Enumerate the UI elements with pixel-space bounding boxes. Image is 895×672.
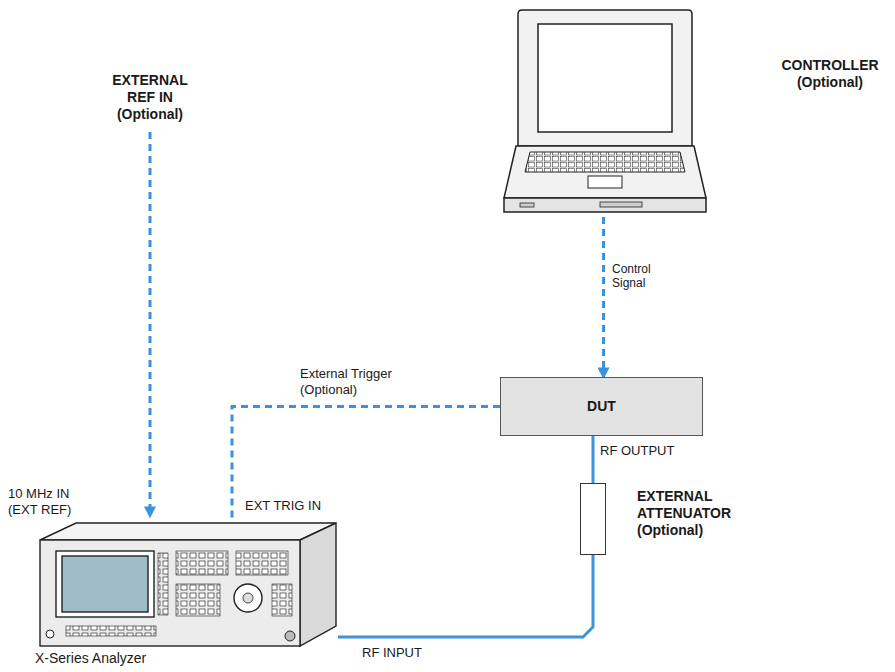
analyzer-instrument: X-Series Analyzer: [38, 520, 338, 648]
laptop-slot: [600, 202, 642, 207]
rf-input-connector: [285, 631, 295, 641]
laptop-illustration: [504, 10, 706, 212]
device-label: CONTROLLER (Optional): [773, 57, 887, 91]
analyzer-side: [300, 523, 336, 646]
controller-laptop: CONTROLLER (Optional): [500, 5, 707, 217]
connector-label: Control Signal: [612, 262, 674, 291]
analyzer-illustration: [40, 523, 336, 646]
keypad: [272, 584, 292, 616]
keypad: [236, 551, 288, 575]
laptop-slot: [520, 203, 534, 207]
power-button: [46, 630, 54, 638]
device-label: EXTERNAL ATTENUATOR (Optional): [637, 488, 755, 538]
port-label: RF INPUT: [362, 645, 452, 661]
laptop-base: [504, 146, 706, 198]
analyzer-front: [40, 540, 300, 646]
knob-center: [243, 593, 253, 603]
optional-connection: [602, 217, 605, 377]
port-label: RF OUTPUT: [600, 443, 690, 459]
laptop-lid: [518, 10, 692, 146]
softkeys: [158, 553, 168, 615]
port-label: EXT TRIG IN: [245, 498, 345, 514]
keypad: [176, 584, 220, 616]
connector-label: External Trigger (Optional): [300, 366, 416, 397]
laptop-keyboard: [525, 152, 685, 172]
rf-cable: [338, 555, 593, 637]
port-label: 10 MHz IN (EXT REF): [8, 486, 98, 517]
analyzer-bezel: [56, 551, 154, 617]
bottom-keys: [66, 626, 156, 636]
box-label: DUT: [587, 398, 616, 415]
optional-connection: [232, 407, 500, 521]
analyzer-screen: [62, 556, 148, 612]
touchpad: [588, 176, 622, 188]
attenuator-box: EXTERNAL ATTENUATOR (Optional): [580, 483, 606, 555]
rf-cable: [592, 436, 595, 483]
ext-ref-arrow: [149, 132, 152, 516]
dut-box: DUT: [500, 377, 703, 436]
device-label: X-Series Analyzer: [35, 650, 235, 667]
analyzer-top: [40, 523, 336, 540]
knob: [234, 584, 262, 612]
keypad: [176, 551, 228, 575]
laptop-front: [504, 198, 706, 212]
ext-ref-label: EXTERNAL REF IN (Optional): [98, 72, 202, 122]
laptop-screen: [538, 24, 672, 132]
